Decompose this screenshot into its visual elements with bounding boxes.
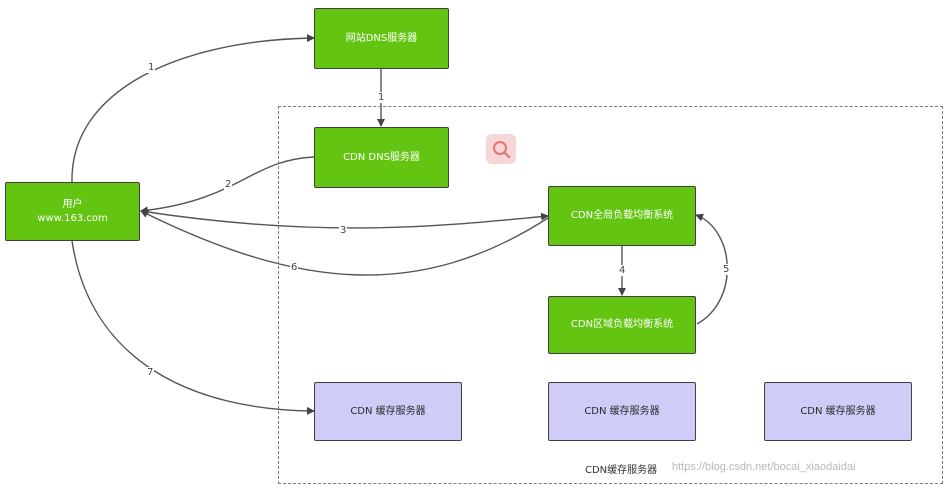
edge-1-label: 1 bbox=[147, 62, 156, 73]
cdn-cluster-boundary bbox=[278, 106, 943, 484]
cdn-cache-server-2-label: CDN 缓存服务器 bbox=[584, 405, 660, 417]
edge-6-global-lb-to-user bbox=[140, 210, 549, 276]
watermark-text: https://blog.csdn.net/bocai_xiaodaidai bbox=[672, 461, 856, 473]
user-site-label: www.163.com bbox=[37, 212, 108, 224]
edge-3-label: 3 bbox=[339, 225, 348, 236]
site-dns-server-node: 网站DNS服务器 bbox=[314, 8, 449, 69]
cdn-region-lb-node: CDN区域负载均衡系统 bbox=[548, 296, 696, 354]
edge-2-cdn-dns-to-user bbox=[140, 156, 315, 215]
user-node: 用户 www.163.com bbox=[5, 182, 140, 241]
edge-7-label: 7 bbox=[146, 367, 155, 378]
user-label: 用户 bbox=[62, 198, 83, 210]
search-icon[interactable] bbox=[486, 134, 516, 164]
cdn-dns-server-label: CDN DNS服务器 bbox=[343, 151, 420, 163]
cdn-cache-server-1-label: CDN 缓存服务器 bbox=[350, 405, 426, 417]
cdn-cache-server-1: CDN 缓存服务器 bbox=[314, 382, 462, 441]
cdn-cache-server-3: CDN 缓存服务器 bbox=[764, 382, 912, 441]
edge-1b-label: 1 bbox=[377, 92, 386, 103]
edge-4-label: 4 bbox=[618, 265, 627, 276]
edge-2-label: 2 bbox=[224, 179, 233, 190]
site-dns-server-label: 网站DNS服务器 bbox=[345, 32, 418, 44]
cdn-cluster-label: CDN缓存服务器 bbox=[585, 465, 658, 476]
cdn-region-lb-label: CDN区域负载均衡系统 bbox=[570, 319, 674, 330]
cdn-cache-server-3-label: CDN 缓存服务器 bbox=[800, 405, 876, 417]
edge-5-label: 5 bbox=[722, 264, 731, 275]
cdn-global-lb-node: CDN全局负载均衡系统 bbox=[548, 186, 696, 246]
edge-1-user-to-site-dns bbox=[71, 34, 315, 183]
edge-3-user-to-global-lb bbox=[140, 210, 549, 229]
cdn-cache-server-2: CDN 缓存服务器 bbox=[548, 382, 696, 441]
cdn-global-lb-label: CDN全局负载均衡系统 bbox=[570, 210, 674, 221]
edge-6-label: 6 bbox=[290, 262, 299, 273]
cdn-dns-server-node: CDN DNS服务器 bbox=[314, 127, 449, 188]
